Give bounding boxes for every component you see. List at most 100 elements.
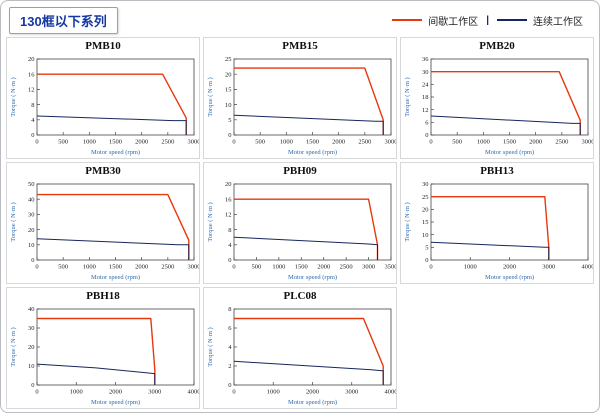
chart-plot-pmb10: 050010001500200025003000048121620Motor s… bbox=[10, 56, 199, 156]
svg-text:8: 8 bbox=[228, 306, 231, 313]
chart-plot-pbh13: 01000200030004000051015202530Motor speed… bbox=[404, 181, 594, 281]
continuous-zone-line bbox=[36, 115, 187, 135]
svg-text:12: 12 bbox=[422, 107, 429, 114]
svg-text:2000: 2000 bbox=[332, 139, 345, 146]
svg-text:30: 30 bbox=[28, 212, 35, 219]
svg-text:0: 0 bbox=[232, 389, 235, 396]
svg-text:10: 10 bbox=[225, 102, 232, 109]
svg-text:1500: 1500 bbox=[109, 264, 122, 271]
chart-cell-pmb15: PMB150500100015002000250030000510152025M… bbox=[203, 37, 397, 159]
svg-text:3000: 3000 bbox=[345, 389, 358, 396]
svg-text:1000: 1000 bbox=[83, 264, 96, 271]
svg-text:1500: 1500 bbox=[306, 139, 319, 146]
legend-separator: | bbox=[486, 14, 489, 26]
continuous-zone-line bbox=[233, 360, 384, 385]
svg-text:10: 10 bbox=[28, 242, 35, 249]
svg-text:20: 20 bbox=[225, 181, 232, 188]
legend: 间歇工作区 | 连续工作区 bbox=[392, 13, 589, 28]
svg-text:0: 0 bbox=[228, 382, 231, 389]
intermittent-zone-line bbox=[37, 193, 190, 260]
svg-text:0: 0 bbox=[228, 257, 231, 264]
svg-text:0: 0 bbox=[31, 132, 34, 139]
svg-text:15: 15 bbox=[225, 87, 232, 94]
y-axis-label: Torque ( N·m ) bbox=[207, 77, 214, 116]
intermittent-zone-line bbox=[431, 71, 581, 135]
intermittent-zone-line bbox=[37, 317, 156, 385]
svg-text:3000: 3000 bbox=[148, 389, 161, 396]
svg-text:1000: 1000 bbox=[464, 264, 477, 271]
svg-text:25: 25 bbox=[422, 194, 429, 201]
svg-text:1000: 1000 bbox=[477, 139, 490, 146]
svg-text:30: 30 bbox=[422, 181, 429, 188]
intermittent-zone-line bbox=[234, 317, 384, 385]
svg-text:3000: 3000 bbox=[542, 264, 555, 271]
svg-text:0: 0 bbox=[429, 264, 432, 271]
svg-text:20: 20 bbox=[28, 56, 35, 63]
x-axis-label: Motor speed (rpm) bbox=[288, 274, 337, 281]
svg-text:0: 0 bbox=[35, 264, 38, 271]
chart-title: PMB20 bbox=[479, 40, 515, 52]
svg-text:2000: 2000 bbox=[503, 264, 516, 271]
continuous-zone-line bbox=[233, 114, 384, 135]
svg-text:8: 8 bbox=[228, 227, 231, 234]
chart-title: PMB10 bbox=[85, 40, 121, 52]
svg-text:2000: 2000 bbox=[529, 139, 542, 146]
svg-text:6: 6 bbox=[425, 120, 429, 127]
svg-text:5: 5 bbox=[228, 117, 231, 124]
chart-cell-pbh13: PBH1301000200030004000051015202530Motor … bbox=[400, 162, 594, 284]
svg-text:16: 16 bbox=[225, 196, 232, 203]
y-axis-label: Torque ( N·m ) bbox=[10, 327, 17, 366]
x-axis-label: Motor speed (rpm) bbox=[91, 399, 140, 406]
chart-plot-pbh09: 0500100015002000250030003500048121620Mot… bbox=[207, 181, 397, 281]
svg-text:2000: 2000 bbox=[135, 139, 148, 146]
y-axis-label: Torque ( N·m ) bbox=[10, 202, 17, 241]
page-title: 130框以下系列 bbox=[9, 6, 118, 34]
x-axis-label: Motor speed (rpm) bbox=[91, 149, 140, 156]
x-axis-label: Motor speed (rpm) bbox=[288, 399, 337, 406]
continuous-legend-label: 连续工作区 bbox=[533, 16, 583, 28]
svg-text:10: 10 bbox=[28, 363, 35, 370]
continuous-line-swatch bbox=[497, 19, 527, 21]
svg-text:0: 0 bbox=[31, 382, 34, 389]
svg-text:4: 4 bbox=[228, 242, 232, 249]
svg-text:0: 0 bbox=[228, 132, 231, 139]
svg-text:36: 36 bbox=[422, 56, 429, 63]
continuous-zone-line bbox=[233, 236, 378, 260]
svg-text:2500: 2500 bbox=[555, 139, 568, 146]
svg-text:0: 0 bbox=[425, 132, 428, 139]
svg-text:40: 40 bbox=[28, 196, 35, 203]
svg-text:1500: 1500 bbox=[109, 139, 122, 146]
chart-title: PBH09 bbox=[283, 165, 317, 177]
svg-text:500: 500 bbox=[252, 264, 262, 271]
svg-text:1000: 1000 bbox=[83, 139, 96, 146]
chart-cell-pmb30: PMB3005001000150020002500300001020304050… bbox=[6, 162, 200, 284]
y-axis-label: Torque ( N·m ) bbox=[10, 77, 17, 116]
chart-cell-pmb20: PMB2005001000150020002500300006121824303… bbox=[400, 37, 594, 159]
intermittent-line-swatch bbox=[392, 19, 423, 21]
chart-title: PBH18 bbox=[86, 290, 120, 302]
chart-cell-pbh18: PBH1801000200030004000010203040Motor spe… bbox=[6, 287, 200, 409]
svg-text:20: 20 bbox=[422, 207, 429, 214]
header: 130框以下系列 间歇工作区 | 连续工作区 bbox=[1, 1, 599, 35]
chart-title: PMB30 bbox=[85, 165, 121, 177]
svg-text:30: 30 bbox=[28, 325, 35, 332]
intermittent-zone-line bbox=[234, 198, 379, 260]
svg-text:2500: 2500 bbox=[358, 139, 371, 146]
svg-text:0: 0 bbox=[232, 264, 235, 271]
svg-text:1000: 1000 bbox=[267, 389, 280, 396]
x-axis-label: Motor speed (rpm) bbox=[91, 274, 140, 281]
svg-text:20: 20 bbox=[28, 227, 35, 234]
svg-text:4: 4 bbox=[31, 117, 35, 124]
svg-text:2000: 2000 bbox=[109, 389, 122, 396]
svg-text:0: 0 bbox=[425, 257, 428, 264]
svg-text:4: 4 bbox=[228, 344, 232, 351]
svg-text:5: 5 bbox=[425, 245, 428, 252]
svg-text:500: 500 bbox=[255, 139, 265, 146]
svg-text:500: 500 bbox=[452, 139, 462, 146]
svg-text:0: 0 bbox=[35, 389, 38, 396]
